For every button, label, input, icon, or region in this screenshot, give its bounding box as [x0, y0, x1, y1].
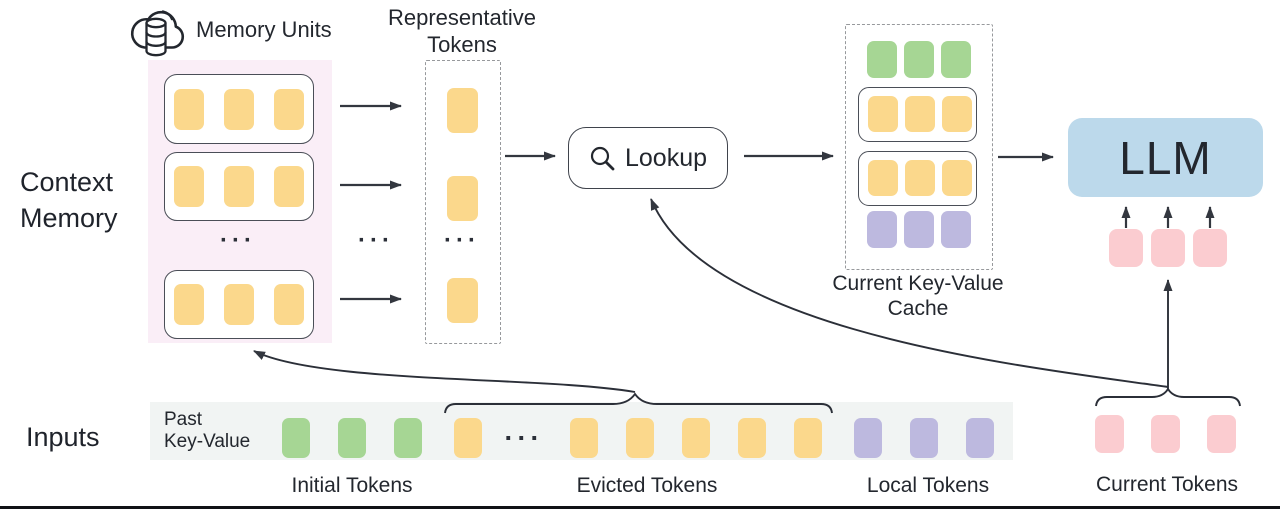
token: [274, 88, 304, 130]
token: [738, 418, 766, 458]
llm-label: LLM: [1119, 131, 1212, 184]
token: [867, 211, 897, 248]
local-tokens-label: Local Tokens: [866, 474, 990, 497]
representative-tokens-label: Representative Tokens: [388, 5, 536, 57]
llm-input-tokens: [1109, 229, 1227, 267]
token: [394, 418, 422, 458]
initial-tokens: [282, 418, 422, 458]
evicted-token-first: [454, 418, 482, 458]
cache-local-tokens: [867, 211, 971, 248]
token: [447, 176, 478, 221]
evicted-tokens-label: Evicted Tokens: [576, 474, 718, 497]
token: [282, 418, 310, 458]
current-tokens-label: Current Tokens: [1095, 473, 1239, 496]
token: [570, 418, 598, 458]
representative-token: [447, 88, 478, 133]
token: [1151, 229, 1185, 267]
token: [338, 418, 366, 458]
token: [941, 41, 971, 78]
token: [910, 418, 938, 458]
cache-memory-tokens: [868, 160, 972, 196]
token: [905, 160, 935, 196]
token: [274, 166, 304, 207]
token: [174, 88, 204, 130]
current-kv-cache-label: Current Key-Value Cache: [832, 272, 1004, 320]
token: [174, 166, 204, 207]
between-ellipsis: ···: [358, 227, 394, 254]
token: [1207, 415, 1236, 453]
arrow-evicted-to-memory: [253, 350, 636, 393]
local-tokens: [854, 418, 994, 458]
inputs-label: Inputs: [26, 422, 100, 452]
token: [447, 88, 478, 133]
token: [966, 418, 994, 458]
token: [224, 88, 254, 130]
token: [794, 418, 822, 458]
token: [447, 278, 478, 323]
token: [854, 418, 882, 458]
token: [1151, 415, 1180, 453]
memory-unit-row: [164, 270, 314, 339]
cloud-database-icon: [130, 10, 185, 57]
token: [904, 41, 934, 78]
current-tokens-brace: [1095, 387, 1241, 407]
figure-bottom-rule: [0, 506, 1280, 509]
token: [868, 96, 898, 132]
evicted-tokens: [570, 418, 822, 458]
llm-box: LLM: [1068, 118, 1263, 197]
current-kv-cache-box: [845, 24, 993, 270]
token: [626, 418, 654, 458]
token: [1193, 229, 1227, 267]
token: [454, 418, 482, 458]
past-key-value-label: Past Key-Value: [164, 409, 251, 452]
initial-tokens-label: Initial Tokens: [291, 474, 413, 497]
representative-token: [447, 278, 478, 323]
memory-units-label: Memory Units: [196, 17, 332, 42]
cache-memory-unit: [858, 87, 977, 142]
token: [274, 284, 304, 325]
token: [224, 284, 254, 325]
token: [867, 41, 897, 78]
token: [942, 160, 972, 196]
search-icon: [590, 146, 615, 170]
token: [1095, 415, 1124, 453]
memory-unit-row: [164, 152, 314, 221]
context-memory-label: Context Memory: [20, 167, 118, 233]
cache-memory-unit: [858, 151, 977, 206]
strip-ellipsis: ···: [504, 423, 544, 453]
token: [905, 96, 935, 132]
token: [224, 166, 254, 207]
memory-unit-row: [164, 74, 314, 144]
cache-initial-tokens: [867, 41, 971, 78]
token: [174, 284, 204, 325]
token: [942, 96, 972, 132]
token: [682, 418, 710, 458]
cache-memory-tokens: [868, 96, 972, 132]
token: [868, 160, 898, 196]
token: [904, 211, 934, 248]
token: [941, 211, 971, 248]
token: [1109, 229, 1143, 267]
lookup-button: Lookup: [568, 127, 728, 189]
representative-token: [447, 176, 478, 221]
representative-ellipsis: ···: [444, 227, 480, 254]
current-tokens: [1095, 415, 1236, 453]
memory-ellipsis: ···: [220, 227, 256, 254]
lookup-label: Lookup: [624, 143, 708, 172]
